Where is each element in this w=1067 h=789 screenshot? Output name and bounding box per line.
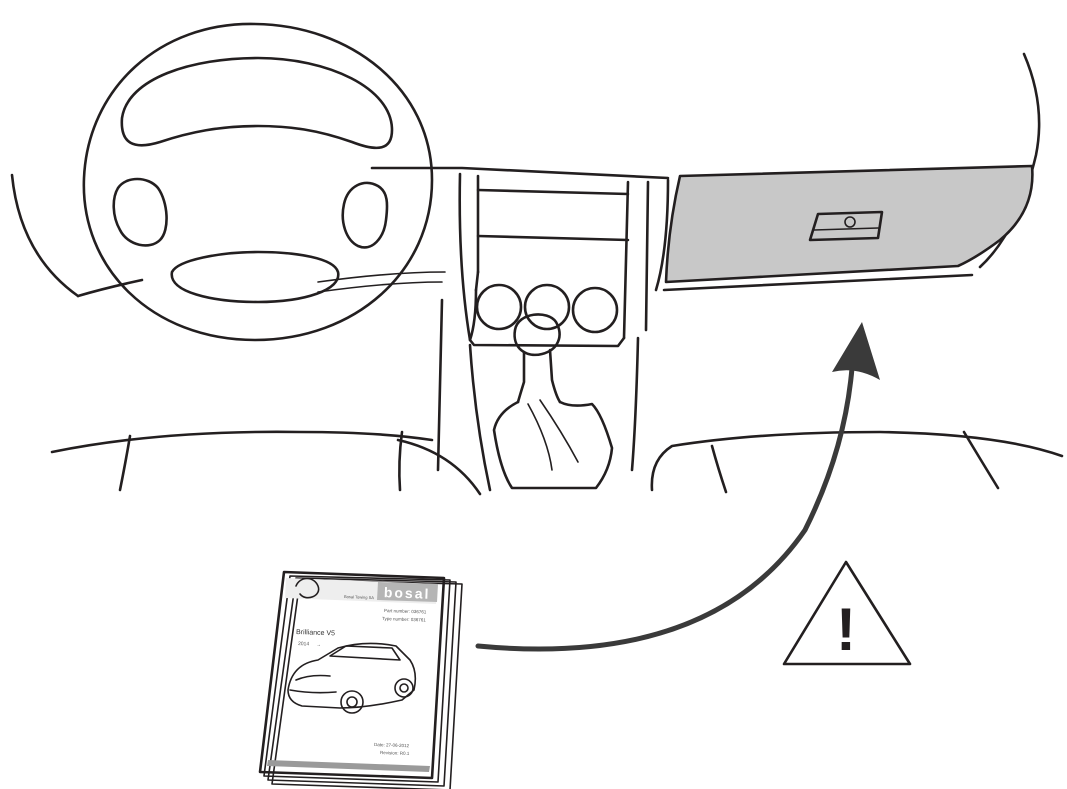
car-illustration [288,643,415,713]
manual-date: Date: 27-06-2012 [374,742,410,748]
manual-year: 2014 [298,641,310,647]
seats [52,432,1062,494]
gear-lever [494,314,612,488]
manual-model: Brilliance V5 [296,629,335,637]
manual-type-number: Type number: 036761 [382,616,426,623]
glove-box [664,166,1032,290]
manual-brand-line: Bosal Towing SA [344,594,374,600]
manual-revision: Revision: R0.1 [380,750,410,756]
warning-exclamation: ! [836,596,856,663]
installation-manual-booklet: bosal Bosal Towing SA Part number: 03676… [260,572,462,789]
manual-logo: bosal [384,584,431,602]
manual-year-arrow: → [316,642,321,648]
center-console [438,174,668,490]
warning-triangle-icon: ! [784,562,910,664]
curved-arrow-icon [478,322,880,649]
steering-wheel [84,24,432,340]
manual-part-number: Part number: 036761 [384,608,427,614]
